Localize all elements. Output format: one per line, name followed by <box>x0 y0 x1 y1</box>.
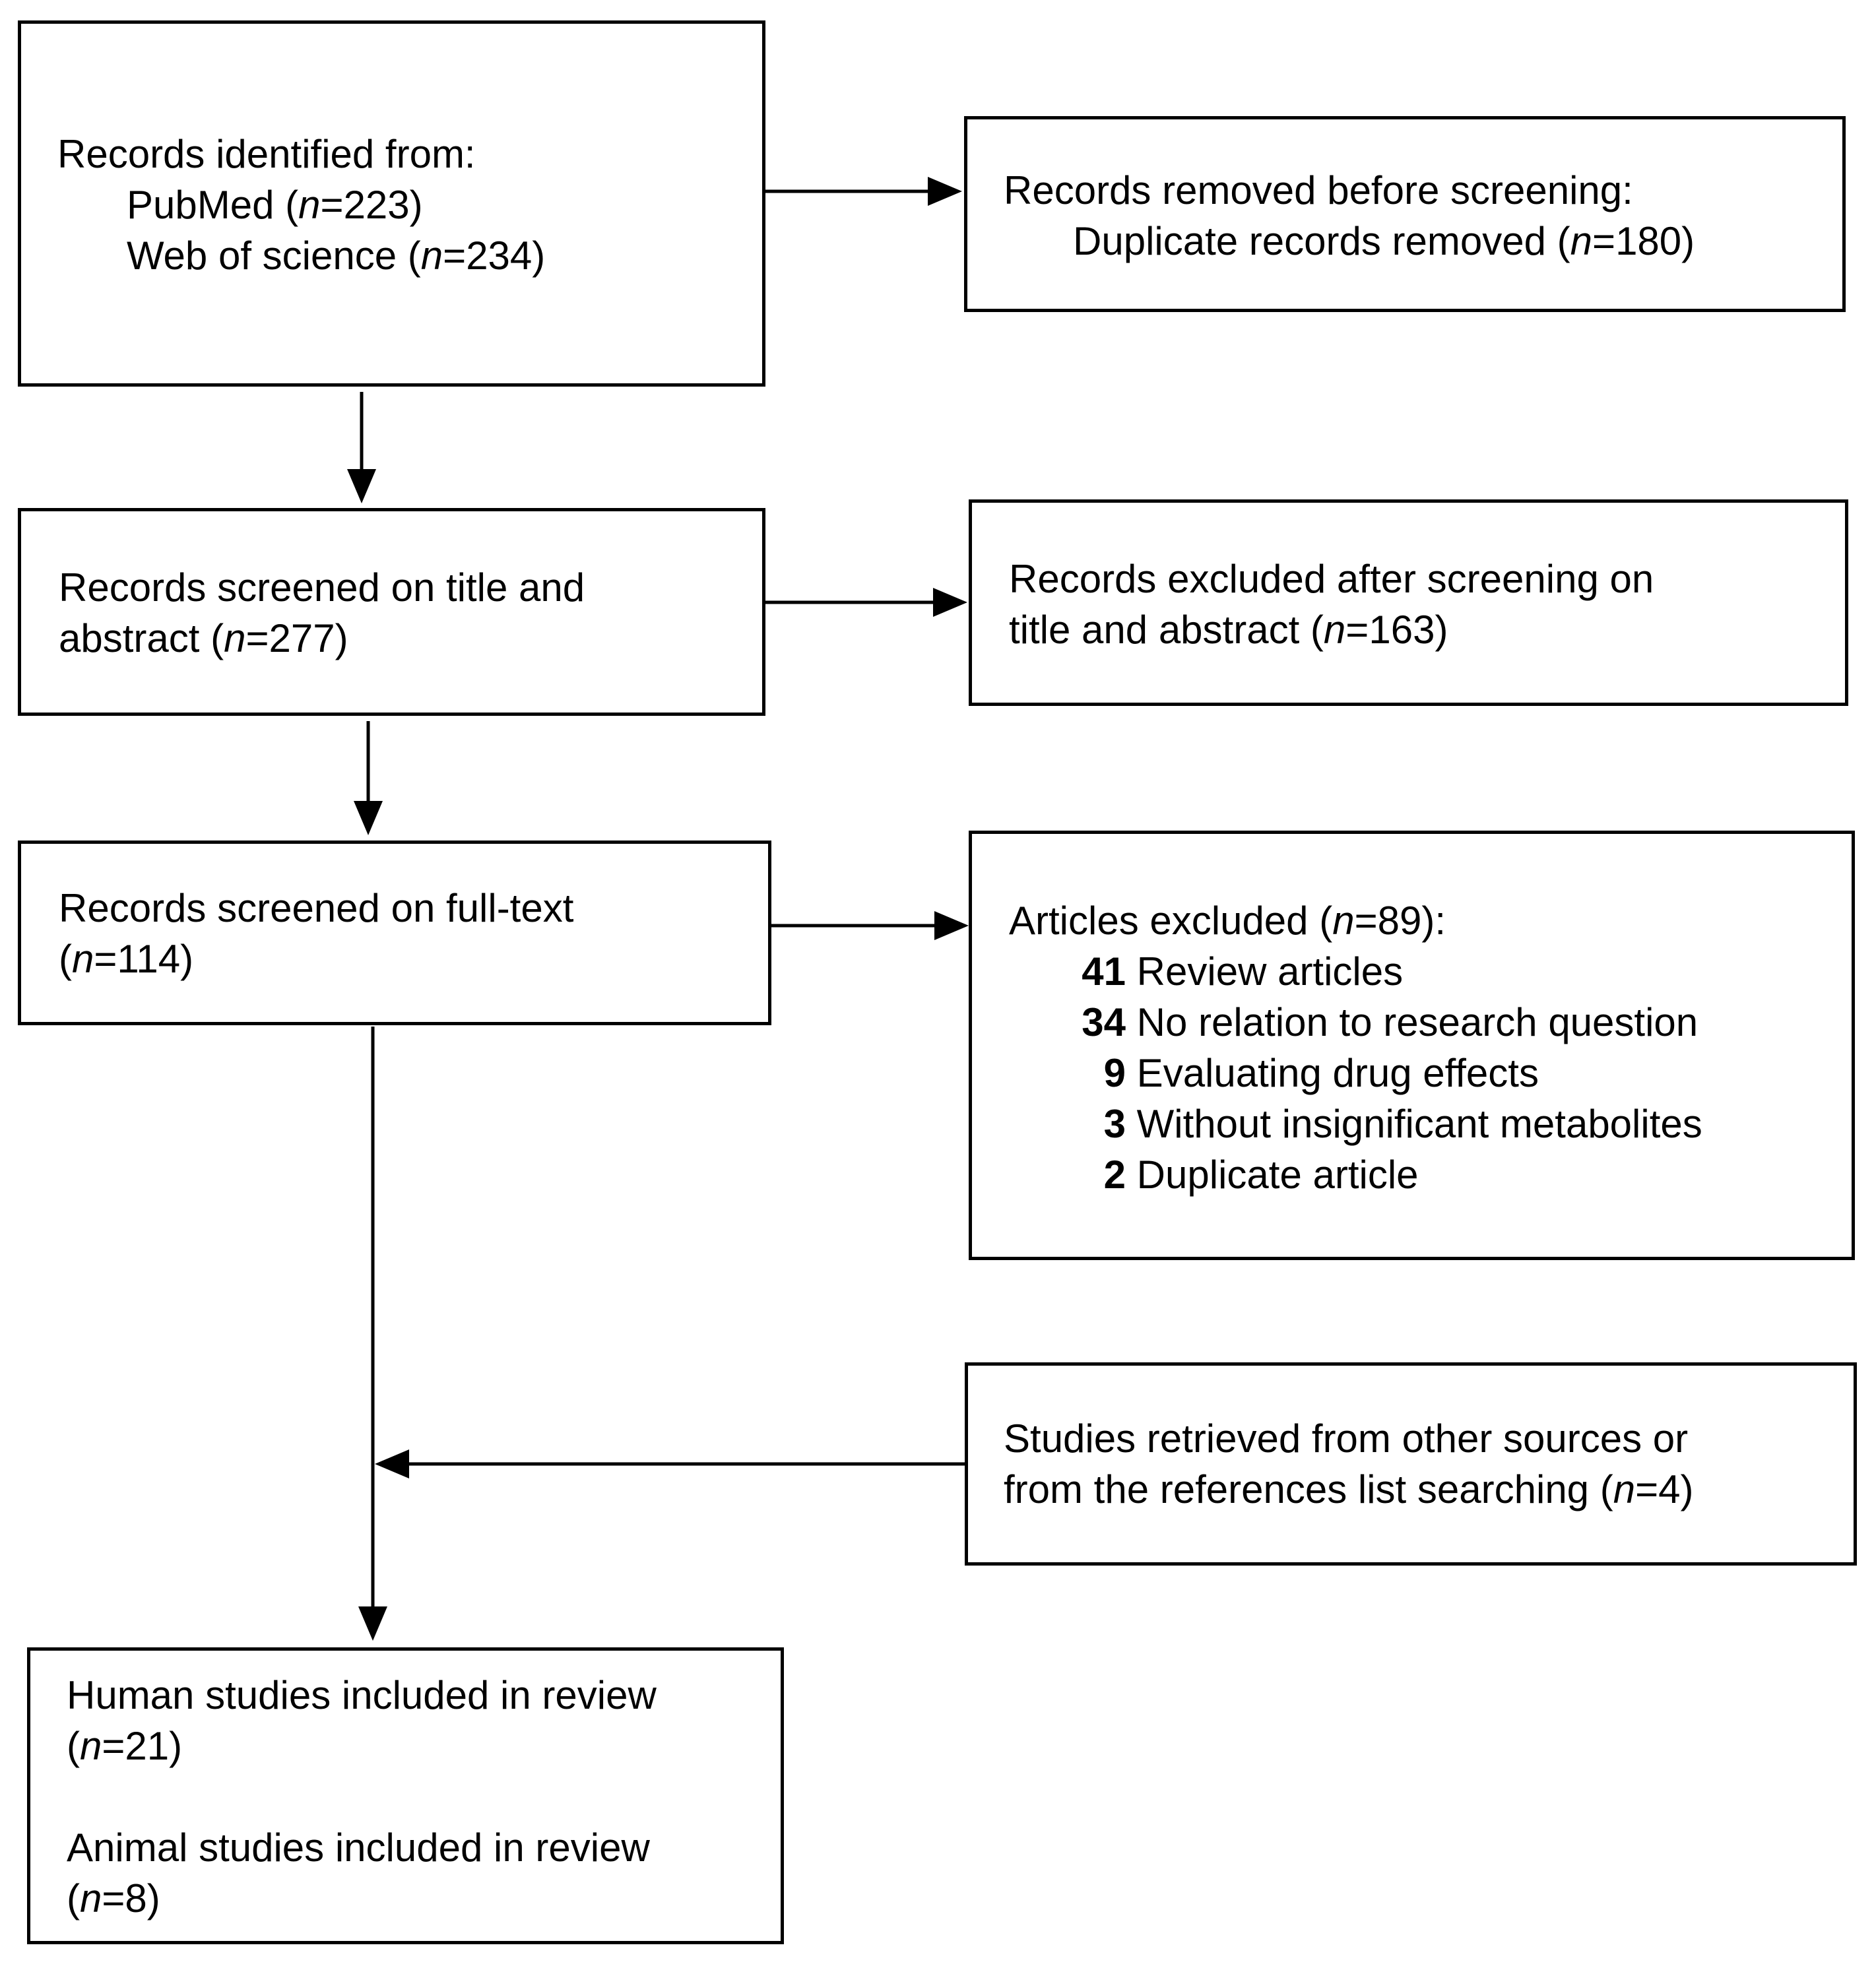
exclusion-reason: 2 Duplicate article <box>1103 1153 1419 1197</box>
arrowhead-fulltext-to-included <box>358 1606 387 1641</box>
screened-title-line2: abstract (n=277) <box>59 616 348 660</box>
articles-excluded-box <box>969 831 1855 1260</box>
screened-title-box <box>18 508 765 716</box>
removed-box <box>964 116 1846 312</box>
exclusion-reason: 9 Evaluating drug effects <box>1103 1051 1539 1095</box>
articles-excluded-heading: Articles excluded (n=89): <box>1009 899 1446 943</box>
arrowhead-identified-to-removed <box>928 177 962 206</box>
exclusion-reason: 34 No relation to research question <box>1082 1000 1698 1044</box>
exclusion-reason: 41 Review articles <box>1082 949 1404 994</box>
identified-pubmed: PubMed (n=223) <box>127 183 423 227</box>
included-box <box>27 1647 784 1944</box>
identified-box <box>18 20 765 387</box>
screened-full-line1: Records screened on full-text <box>59 886 574 930</box>
screened-title-line1: Records screened on title and <box>59 565 585 610</box>
removed-duplicates: Duplicate records removed (n=180) <box>1073 219 1695 263</box>
other-sources-line1: Studies retrieved from other sources or <box>1004 1416 1689 1461</box>
identified-heading: Records identified from: <box>57 132 476 176</box>
arrowhead-fulltext-to-articles-excluded <box>934 911 969 940</box>
other-sources-line2: from the references list searching (n=4) <box>1004 1467 1694 1511</box>
exclusion-reason: 3 Without insignificant metabolites <box>1103 1102 1702 1146</box>
included-human-line1: Human studies included in review <box>67 1673 657 1717</box>
included-animal-line1: Animal studies included in review <box>67 1825 650 1870</box>
excluded-title-line2: title and abstract (n=163) <box>1009 608 1448 652</box>
screened-full-box <box>18 841 771 1025</box>
arrowhead-screened-to-excluded <box>933 588 967 617</box>
included-animal-line2: (n=8) <box>67 1876 160 1920</box>
arrowhead-identified-to-screened <box>347 469 376 503</box>
other-sources-box <box>965 1362 1857 1566</box>
screened-full-line2: (n=114) <box>59 937 194 981</box>
removed-heading: Records removed before screening: <box>1004 168 1633 212</box>
excluded-title-box <box>969 499 1848 706</box>
identified-wos: Web of science (n=234) <box>127 234 546 278</box>
arrowhead-other-sources-to-main <box>375 1449 409 1478</box>
included-human-line2: (n=21) <box>67 1724 183 1768</box>
arrowhead-screened-to-fulltext <box>354 801 383 835</box>
excluded-title-line1: Records excluded after screening on <box>1009 557 1654 601</box>
